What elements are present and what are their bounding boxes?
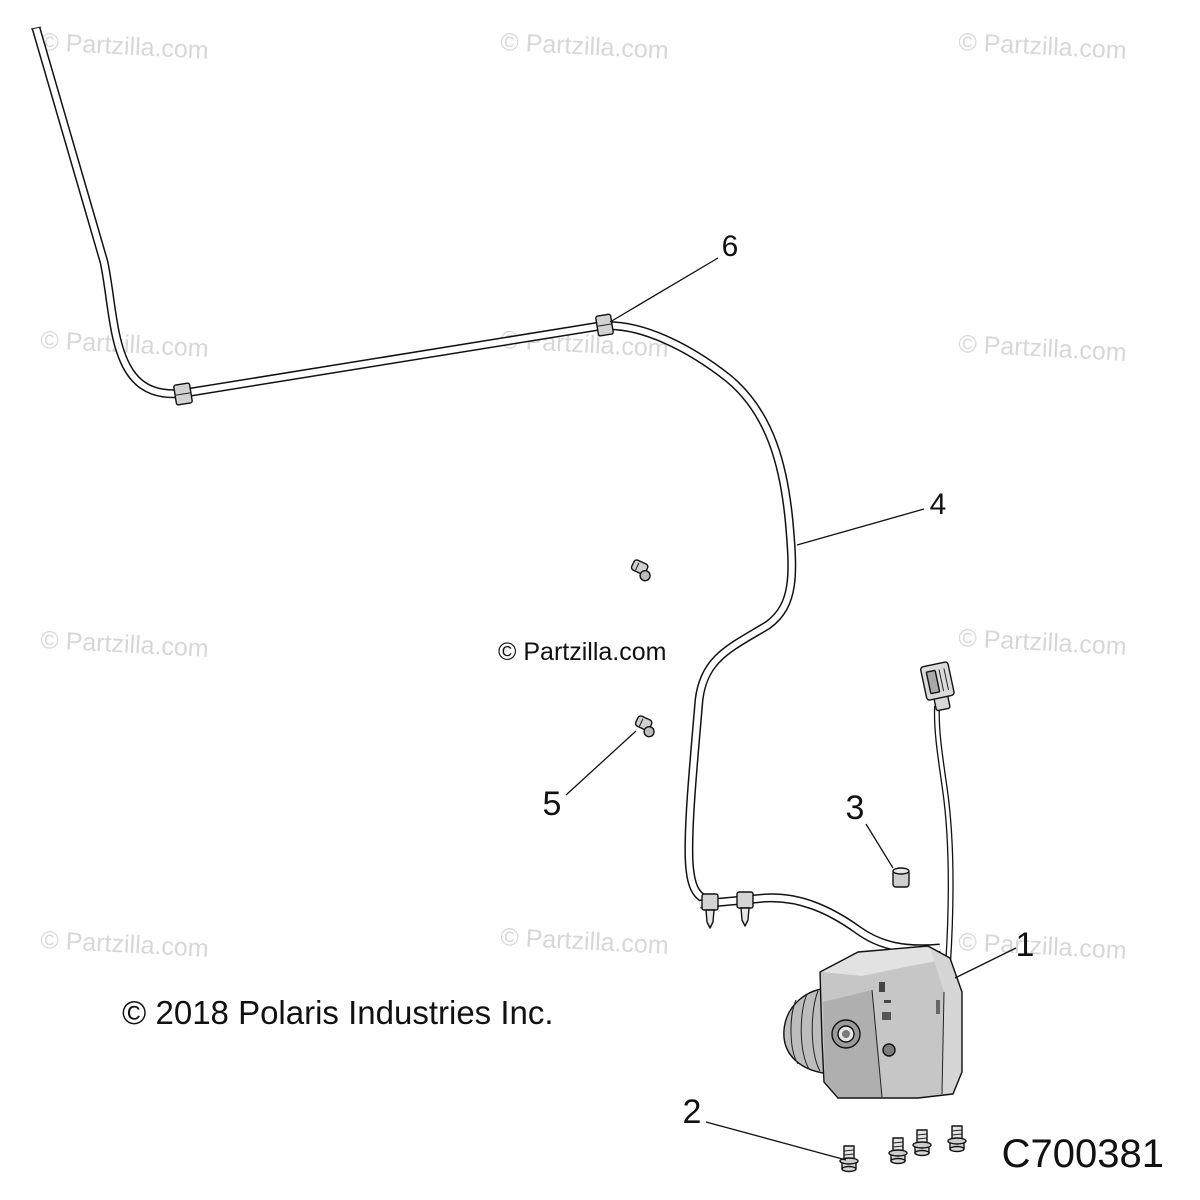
leader-line-3 <box>865 823 894 869</box>
watermark: © Partzilla.com <box>40 626 210 663</box>
housing-edge <box>941 991 945 1095</box>
clip-body <box>701 893 719 911</box>
wire-fill <box>935 705 953 966</box>
bolt-thread <box>843 1149 855 1152</box>
bolt-flange <box>912 1141 932 1149</box>
watermark: © Partzilla.com <box>958 624 1128 661</box>
bolt-head-base <box>841 1165 857 1173</box>
diagram-code: C700381 <box>1002 1132 1164 1176</box>
bolt-head-base <box>949 1145 965 1153</box>
push-pin-clip <box>736 891 754 927</box>
clip-head <box>639 569 651 582</box>
tube-outline <box>31 26 797 907</box>
leader-line-5 <box>565 730 637 796</box>
callouts: 6 4 5 3 1 2 <box>543 230 1035 1131</box>
watermark: © Partzilla.com <box>958 928 1128 965</box>
clip-head <box>643 725 655 738</box>
watermark: © Partzilla.com <box>958 330 1128 367</box>
part-2-bolt <box>947 1125 967 1153</box>
leader-lines <box>565 257 1017 1161</box>
connector-latch <box>925 669 941 695</box>
tube-lower-fill <box>699 894 941 952</box>
clip-pin <box>705 909 715 929</box>
bolt-thread <box>892 1145 904 1148</box>
bolt-thread <box>843 1153 855 1156</box>
callout-5: 5 <box>543 785 562 823</box>
clip-pin <box>740 907 750 927</box>
clip-seam <box>597 323 612 327</box>
clip-slot <box>639 718 644 727</box>
leader-line-1 <box>954 947 1017 979</box>
leader-line-2 <box>705 1121 847 1161</box>
housing-marking <box>879 982 885 992</box>
mount-hole <box>882 1043 896 1057</box>
nut-top <box>892 867 910 875</box>
bolt-thread <box>892 1141 904 1144</box>
part-5-clip <box>634 715 655 738</box>
tube-end-cap <box>30 26 42 30</box>
watermark-layer: © Partzilla.com © Partzilla.com © Partzi… <box>40 28 1128 965</box>
tube-clip <box>173 382 193 406</box>
flange-rib <box>800 993 810 1070</box>
part-1-assembly <box>783 945 963 1099</box>
tube-fill <box>33 27 795 905</box>
callout-4: 4 <box>930 488 947 521</box>
bolt-head-base <box>914 1149 930 1157</box>
housing-marking <box>884 1000 891 1003</box>
bolt-head-base <box>890 1157 906 1165</box>
watermark: © Partzilla.com <box>500 28 670 65</box>
site-credit: © Partzilla.com <box>498 638 666 666</box>
watermark: © Partzilla.com <box>40 28 210 65</box>
part-2-bolt <box>839 1145 859 1173</box>
part-2-bolt <box>888 1137 908 1165</box>
bolt-thread <box>916 1133 928 1136</box>
watermark: © Partzilla.com <box>958 28 1128 65</box>
housing-side-face <box>930 948 961 1094</box>
bolt-flange <box>947 1137 967 1145</box>
wire-connector <box>920 661 955 712</box>
flange-rib <box>811 990 821 1072</box>
shaft-center <box>842 1030 850 1038</box>
part-2-bolt <box>912 1129 932 1157</box>
callout-2: 2 <box>683 1093 702 1131</box>
connector-ridge <box>943 668 949 691</box>
part-3-nut <box>892 867 910 888</box>
bolt-thread <box>951 1133 963 1136</box>
housing-marking <box>936 1000 940 1014</box>
housing-edge <box>871 989 883 1098</box>
clip-slot <box>635 562 640 571</box>
push-pin-clip <box>701 893 719 929</box>
connector-ridge <box>938 669 945 692</box>
copyright-notice: © 2018 Polaris Industries Inc. <box>122 994 554 1031</box>
bolt-thread <box>916 1137 928 1140</box>
watermark: © Partzilla.com <box>500 923 670 960</box>
assembly-flange <box>783 987 833 1075</box>
housing-marking <box>882 1012 891 1020</box>
leader-line-6 <box>609 257 719 323</box>
callout-1: 1 <box>1016 926 1035 964</box>
wire-harness <box>933 705 954 966</box>
clip-body <box>736 891 754 909</box>
part-5-clip <box>630 559 651 582</box>
callout-3: 3 <box>846 789 865 827</box>
housing-top-face <box>822 947 948 976</box>
clip-seam <box>175 392 191 396</box>
part-4-tube <box>30 26 941 954</box>
bolt-flange <box>888 1149 908 1157</box>
bolt-thread <box>951 1129 963 1132</box>
part-6-clip <box>595 313 614 337</box>
leader-line-4 <box>796 508 925 546</box>
flange-rib <box>790 999 799 1065</box>
watermark: © Partzilla.com <box>40 926 210 963</box>
callout-6: 6 <box>722 230 739 263</box>
